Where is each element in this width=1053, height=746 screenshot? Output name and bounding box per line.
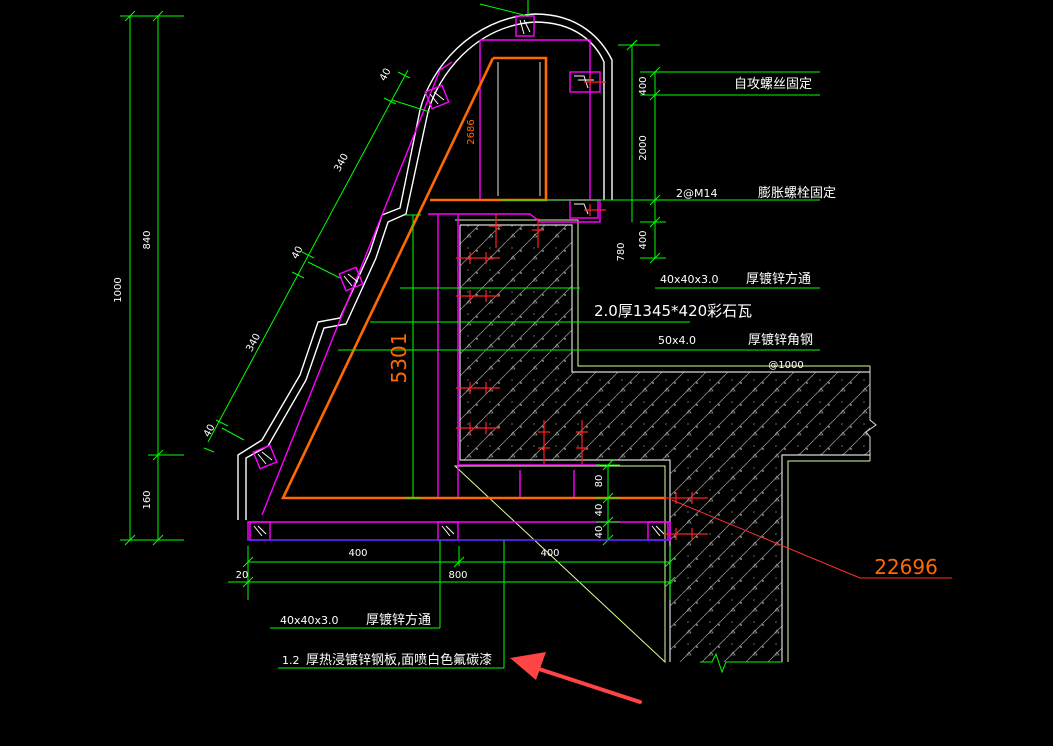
- label-angle-spec: 50x4.0: [658, 334, 696, 347]
- dim-left-lower: 160: [142, 490, 153, 509]
- dim-slope-mid: 40: [290, 245, 306, 261]
- dim-right-40b: 40: [594, 526, 605, 539]
- dim-right-80: 80: [594, 475, 605, 488]
- label-tube-name-top: 厚镀锌方通: [746, 271, 811, 287]
- steel-box: [430, 56, 548, 202]
- cladding-outer-edge: [237, 13, 613, 520]
- label-tube-name-bottom: 厚镀锌方通: [366, 612, 431, 628]
- dim-ref-22696: 22696: [874, 555, 938, 579]
- dim-left-total: 1000: [113, 277, 124, 302]
- annotation-arrow-head: [510, 652, 546, 680]
- label-expansion-bolt: 膨胀螺栓固定: [758, 186, 836, 201]
- label-tile: 2.0厚1345*420彩石瓦: [594, 302, 752, 320]
- label-tube-spec-top: 40x40x3.0: [660, 273, 719, 286]
- concrete-fill: [460, 225, 870, 662]
- reference-leader: [671, 499, 952, 579]
- magenta-frame: [247, 39, 671, 541]
- label-expansion-bolt-code: 2@M14: [676, 187, 718, 200]
- dim-bottom-20: 20: [236, 570, 249, 581]
- steel-triangle: [280, 57, 666, 500]
- dim-bottom-400-left: 400: [348, 548, 367, 559]
- label-angle-name: 厚镀锌角钢: [748, 332, 813, 348]
- red-anchors: [456, 76, 708, 540]
- label-texts: 自攻螺丝固定 2@M14 膨胀螺栓固定 40x40x3.0 厚镀锌方通 2.0厚…: [280, 77, 836, 668]
- label-plate-thickness: 1.2: [282, 654, 300, 667]
- orange-steel-frame: [280, 56, 666, 500]
- dim-right-40a: 40: [594, 504, 605, 517]
- label-plate-desc: 厚热浸镀锌钢板,面喷白色氟碳漆: [306, 652, 492, 668]
- dim-right-400-top: 400: [638, 76, 649, 95]
- dim-slope-seg2: 340: [244, 332, 263, 354]
- dim-inner-2686: 2686: [466, 119, 477, 144]
- dim-slope-seg1: 340: [332, 152, 351, 174]
- clip-inner-marks: [253, 19, 665, 537]
- label-tube-spec-bottom: 40x40x3.0: [280, 614, 339, 627]
- clips: [249, 15, 669, 541]
- annotation-arrow-shaft: [534, 666, 642, 704]
- dimension-texts: 1000 840 160 40 340 40 340 40 2686 400 2…: [113, 67, 938, 581]
- dim-bottom-800: 800: [448, 570, 467, 581]
- dim-inner-5301: 5301: [387, 333, 411, 384]
- dim-slope-bottom: 40: [202, 423, 218, 439]
- dim-slope-top: 40: [378, 67, 394, 83]
- dim-right-400-mid: 400: [638, 230, 649, 249]
- wall-break-mark: [700, 652, 782, 674]
- dim-bottom-400-right: 400: [540, 548, 559, 559]
- concrete-outer-line: [453, 219, 870, 664]
- slab-break-mark: [865, 366, 877, 461]
- dimension-lines: [120, 0, 820, 669]
- dim-left-upper: 840: [142, 230, 153, 249]
- dim-spacing-1000: @1000: [768, 360, 803, 371]
- dim-right-2000: 2000: [638, 135, 649, 160]
- annotation-arrow: [510, 652, 642, 704]
- label-self-tapping-screw: 自攻螺丝固定: [734, 77, 812, 92]
- dim-right-780: 780: [616, 242, 627, 261]
